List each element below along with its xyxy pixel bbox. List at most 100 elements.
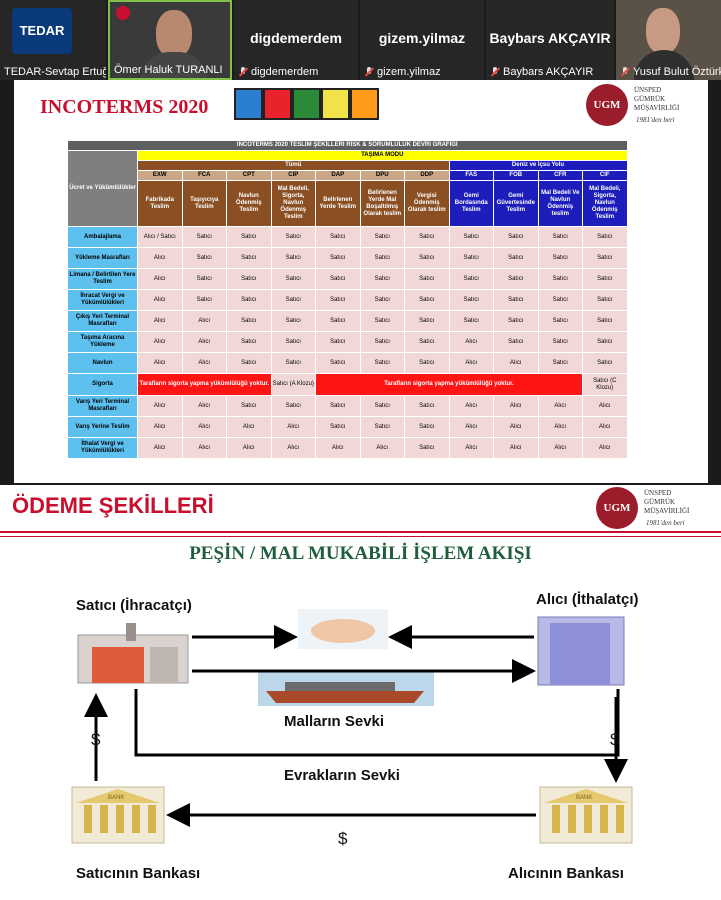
participant-tile-gizem[interactable]: gizem.yilmaz gizem.yilmaz <box>360 0 484 80</box>
responsibility-cell: Alıcı <box>137 416 183 438</box>
mic-muted-icon <box>490 67 500 77</box>
slide-title: INCOTERMS 2020 <box>40 96 209 118</box>
responsibility-cell: Alıcı <box>137 352 183 374</box>
responsibility-cell: Satıcı <box>270 310 316 332</box>
mic-muted-icon <box>620 67 630 77</box>
responsibility-cell: Satıcı <box>270 352 316 374</box>
seller-label: Satıcı (İhracatçı) <box>76 597 192 614</box>
incoterm-code: CFR <box>537 170 583 181</box>
incoterm-description: Belirlenen Yerde Mal Boşaltılmış Olarak … <box>359 180 405 227</box>
participant-name: Yusuf Bulut Öztürk <box>633 66 721 78</box>
participant-name: Ömer Haluk TURANLI <box>114 64 223 76</box>
responsibility-cell: Satıcı <box>448 247 494 269</box>
incoterm-description: Mal Bedeli, Sigorta, Navlun Ödenmiş Tesl… <box>270 180 316 227</box>
dollar-sign-icon: $ <box>610 730 620 749</box>
responsibility-cell: Satıcı <box>270 395 316 417</box>
participant-tile-digdemerdem[interactable]: digdemerdem digdemerdem <box>234 0 358 80</box>
plane-icon <box>292 88 321 120</box>
responsibility-cell: Satıcı <box>493 289 539 311</box>
responsibility-cell: Satıcı <box>404 437 450 459</box>
incoterm-code: CIF <box>582 170 628 181</box>
table-title: INCOTERMS 2020 TESLİM ŞEKİLLERİ RİSK & S… <box>67 140 628 151</box>
incoterm-code: CPT <box>226 170 272 181</box>
responsibility-cell: Satıcı <box>315 268 361 290</box>
responsibility-cell: Satıcı <box>537 331 583 353</box>
share-frame-bottom <box>0 483 721 485</box>
incoterm-description: Navlun Ödenmiş Teslim <box>226 180 272 227</box>
responsibility-cell: Alıcı <box>226 416 272 438</box>
row-label: Yükleme Masrafları <box>67 247 138 269</box>
row-label: İhracat Vergi ve Yükümlülükleri <box>67 289 138 311</box>
responsibility-cell: Alıcı <box>537 437 583 459</box>
participant-tile-omer[interactable]: Ömer Haluk TURANLI <box>108 0 232 80</box>
responsibility-cell: Satıcı <box>270 331 316 353</box>
responsibility-cell: Satıcı <box>315 247 361 269</box>
participant-tile-baybars[interactable]: Baybars AKÇAYIR Baybars AKÇAYIR <box>486 0 614 80</box>
ship-icon <box>258 670 434 706</box>
responsibility-cell: Satıcı <box>315 395 361 417</box>
responsibility-cell: Satıcı <box>359 395 405 417</box>
responsibility-cell: Satıcı <box>582 247 628 269</box>
responsibility-cell: Alıcı <box>493 395 539 417</box>
responsibility-cell: Alıcı <box>226 437 272 459</box>
responsibility-cell: Satıcı <box>493 226 539 248</box>
bank-sign: BANK <box>576 795 593 801</box>
participant-tile-tedar[interactable]: TEDAR TEDAR-Sevtap Ertuğru... <box>0 0 106 80</box>
responsibility-cell: Satıcı <box>359 289 405 311</box>
incoterm-code: CIP <box>270 170 316 181</box>
responsibility-cell: Alıcı <box>448 331 494 353</box>
responsibility-cell: Alıcı <box>582 395 628 417</box>
incoterm-description: Taşıyıcıya Teslim <box>181 180 227 227</box>
office-building-icon <box>537 616 625 686</box>
responsibility-cell: Alıcı <box>582 416 628 438</box>
responsibility-cell: Satıcı <box>493 268 539 290</box>
responsibility-cell: Satıcı <box>226 331 272 353</box>
truck-icon <box>263 88 292 120</box>
row-label: Limana / Belirtilen Yere Teslim <box>67 268 138 290</box>
participant-video <box>156 10 192 58</box>
logo-line: MÜŞAVİRLİĞİ <box>644 507 690 515</box>
buyer-bank-label: Alıcının Bankası <box>508 865 624 882</box>
responsibility-cell: Satıcı <box>448 226 494 248</box>
responsibility-cell: Satıcı <box>582 352 628 374</box>
responsibility-cell: Satıcı <box>404 331 450 353</box>
share-frame-right <box>708 80 721 483</box>
row-label: Ambalajlama <box>67 226 138 248</box>
responsibility-cell: Satıcı <box>493 331 539 353</box>
responsibility-cell: Satıcı <box>181 247 227 269</box>
transport-icons <box>234 88 380 120</box>
bank-icon <box>71 786 165 844</box>
responsibility-cell: Satıcı <box>181 289 227 311</box>
responsibility-cell: Alıcı <box>137 331 183 353</box>
incoterm-code: DAP <box>315 170 361 181</box>
responsibility-cell: Alıcı <box>181 437 227 459</box>
responsibility-cell: Satıcı <box>493 310 539 332</box>
responsibility-cell: Alıcı <box>137 395 183 417</box>
responsibility-cell: Alıcı <box>582 437 628 459</box>
responsibility-cell: Satıcı <box>359 331 405 353</box>
insurance-cif: Satıcı (C Klozu) <box>582 373 628 396</box>
responsibility-cell: Satıcı <box>582 268 628 290</box>
handshake-icon <box>298 609 388 649</box>
row-label: Navlun <box>67 352 138 374</box>
incoterm-description: Vergisi Ödenmiş Olarak teslim <box>404 180 450 227</box>
logo-line: MÜŞAVİRLİĞİ <box>634 104 680 112</box>
responsibility-cell: Satıcı <box>448 268 494 290</box>
incoterm-description: Mal Bedeli Ve Navlun Ödenmiş teslim <box>537 180 583 227</box>
responsibility-cell: Alıcı <box>537 395 583 417</box>
ugm-logo-mark: UGM <box>596 487 638 529</box>
responsibility-cell: Satıcı <box>537 289 583 311</box>
responsibility-cell: Satıcı <box>404 268 450 290</box>
responsibility-cell: Satıcı <box>315 352 361 374</box>
responsibility-cell: Satıcı <box>226 247 272 269</box>
insurance-no-obligation: Tarafların sigorta yapma yükümlülüğü yok… <box>137 373 272 396</box>
table-corner: Ücret ve Yükümlülükler <box>67 150 138 227</box>
responsibility-cell: Satıcı <box>404 247 450 269</box>
participant-tile-yusuf[interactable]: Yusuf Bulut Öztürk <box>616 0 721 80</box>
